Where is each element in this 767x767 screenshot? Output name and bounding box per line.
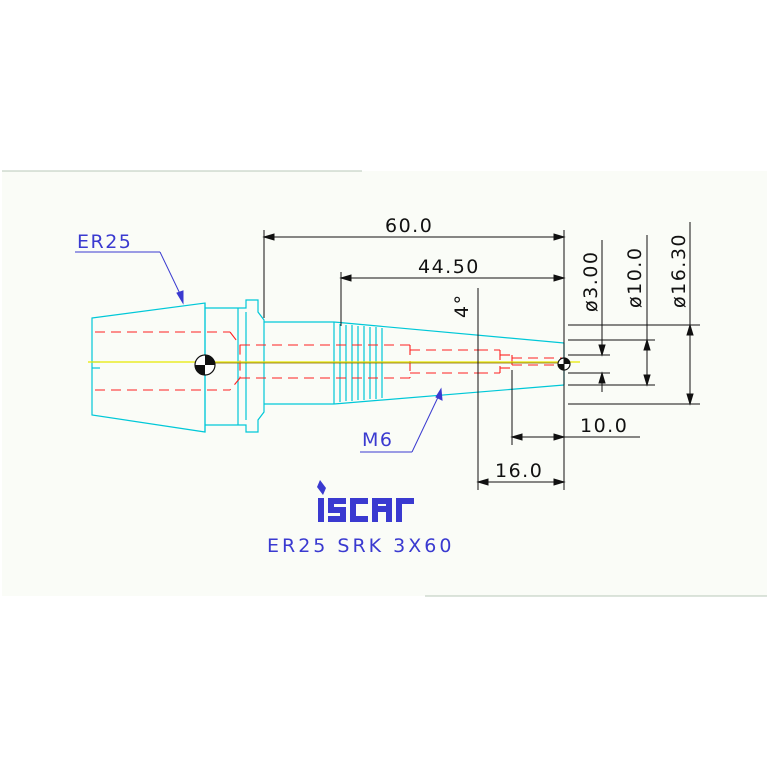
dim-thread-depth: 16.0 — [495, 460, 543, 482]
dim-dia-large: ø16.30 — [668, 233, 690, 308]
drawing-sheet — [2, 171, 767, 596]
dim-overall-length: 60.0 — [385, 215, 433, 237]
dim-dia-mid: ø10.0 — [624, 247, 646, 308]
part-label: ER25 — [77, 231, 132, 253]
dim-taper-length: 44.50 — [418, 256, 480, 278]
dim-dia-small: ø3.00 — [580, 251, 602, 312]
dimension-lines — [262, 222, 700, 490]
iscar-logo — [317, 480, 414, 522]
dim-tip-length: 10.0 — [580, 415, 628, 437]
leader-lines — [75, 251, 443, 453]
thread-label: M6 — [362, 429, 393, 451]
model-name: ER25 SRK 3X60 — [267, 535, 454, 557]
dim-angle: 4° — [451, 293, 473, 318]
left-ball-marker — [194, 354, 216, 376]
